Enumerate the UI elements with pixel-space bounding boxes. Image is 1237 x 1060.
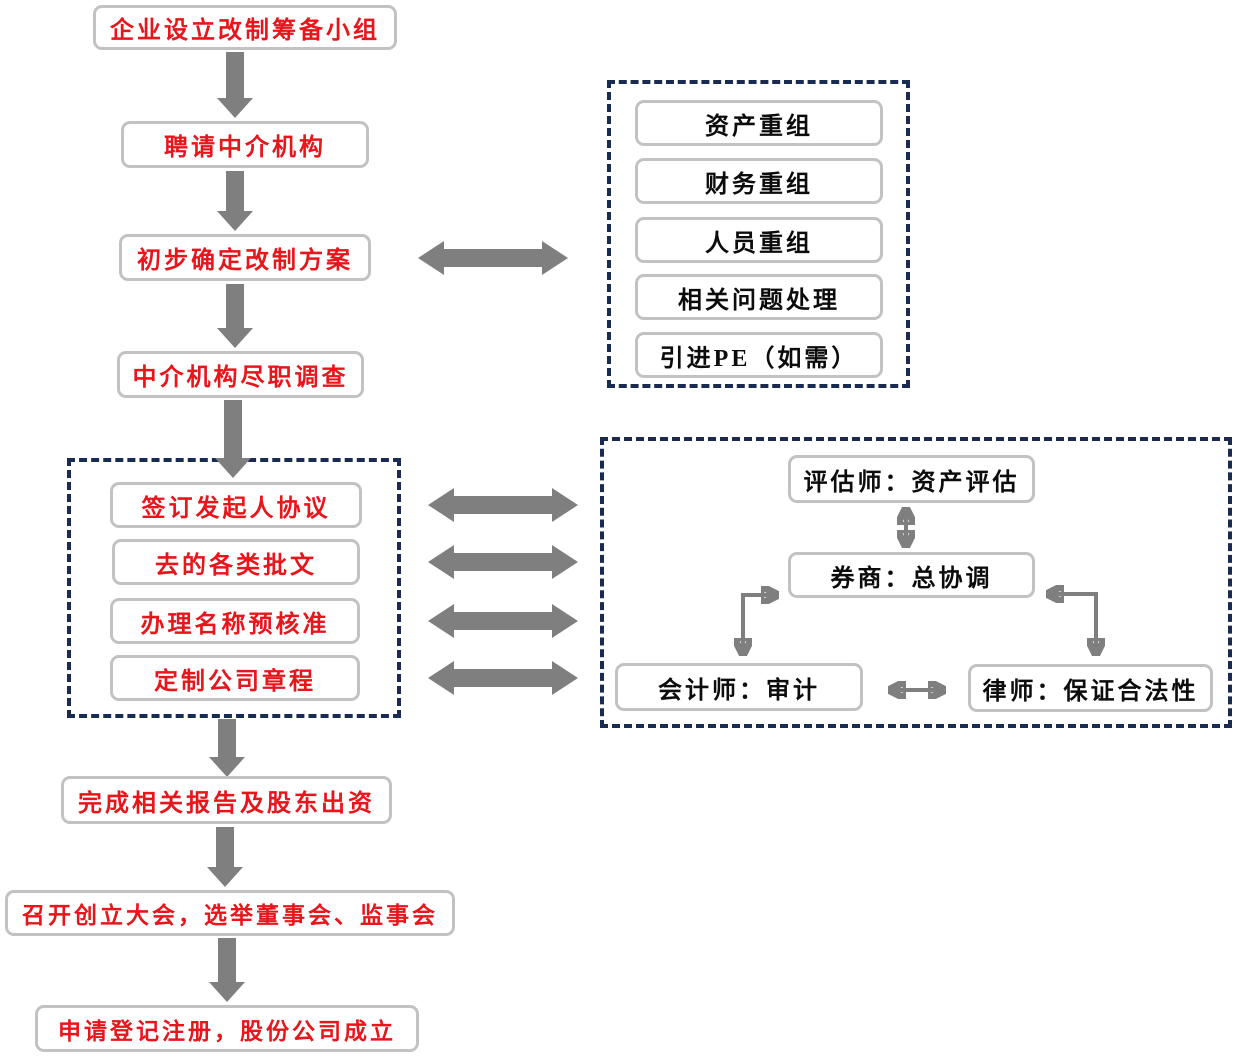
arrow-head-down	[217, 328, 253, 348]
arrow-shaft	[451, 612, 555, 630]
double-arrow-name-preapproval-to-intermediaries	[428, 604, 578, 638]
arrow-head-down	[207, 867, 243, 887]
flow-step-hire-intermediaries: 聘请中介机构	[121, 121, 369, 168]
flow-step-label: 召开创立大会，选举董事会、监事会	[22, 903, 438, 928]
restructuring-task-label: 相关问题处理	[678, 287, 840, 314]
down-arrow-step3-to-step4	[217, 284, 253, 348]
arrow-head-right	[552, 488, 578, 522]
restructuring-task-assets: 资产重组	[635, 100, 883, 146]
arrow-shaft	[226, 52, 244, 99]
flow-step-due-diligence: 中介机构尽职调查	[117, 351, 364, 398]
arrow-head-down	[209, 757, 245, 777]
double-arrow-plan-to-restructuring-group	[418, 241, 568, 275]
restructuring-task-label: 引进PE（如需）	[659, 345, 859, 372]
flow-step-founding-meeting: 召开创立大会，选举董事会、监事会	[5, 890, 455, 936]
arrow-head-right	[552, 661, 578, 695]
arrow-shaft	[224, 400, 242, 459]
arrow-head-right	[552, 545, 578, 579]
prep-task-label: 去的各类批文	[155, 552, 317, 579]
down-arrow-meeting-to-registration	[209, 938, 245, 1002]
arrow-shaft	[441, 249, 545, 267]
flow-step-label: 企业设立改制筹备小组	[110, 18, 380, 44]
down-arrow-step2-to-step3	[217, 171, 253, 231]
flow-step-label: 申请登记注册，股份公司成立	[58, 1018, 396, 1044]
down-arrow-step1-to-step2	[217, 52, 253, 118]
prep-task-approvals: 去的各类批文	[112, 539, 360, 585]
intermediaries-group	[600, 437, 1232, 728]
intermediary-lawyer: 律师：保证合法性	[968, 664, 1213, 712]
arrow-head-right	[542, 241, 568, 275]
flow-step-registration: 申请登记注册，股份公司成立	[35, 1005, 419, 1052]
restructuring-task-personnel: 人员重组	[635, 217, 883, 263]
arrow-head-down	[209, 982, 245, 1002]
intermediary-accountant: 会计师：审计	[615, 663, 863, 711]
arrow-shaft	[451, 553, 555, 571]
intermediary-label: 券商：总协调	[830, 565, 993, 592]
arrow-shaft	[451, 496, 555, 514]
arrow-head-down	[215, 458, 251, 478]
flow-step-reports-and-capital: 完成相关报告及股东出资	[61, 776, 392, 824]
arrow-head-left	[418, 241, 444, 275]
arrow-head-left	[428, 661, 454, 695]
restructuring-task-label: 资产重组	[705, 113, 813, 140]
prep-task-articles-of-association: 定制公司章程	[110, 655, 360, 701]
prep-task-label: 办理名称预核准	[140, 611, 330, 638]
double-arrow-sponsor-agreement-to-intermediaries	[428, 488, 578, 522]
restructuring-tasks-group	[607, 80, 910, 388]
arrow-shaft	[226, 284, 244, 329]
arrow-head-down	[217, 98, 253, 118]
intermediary-label: 评估师：资产评估	[803, 469, 1020, 496]
prep-task-sponsor-agreement: 签订发起人协议	[110, 482, 362, 528]
restructuring-task-finance: 财务重组	[635, 158, 883, 204]
down-arrow-reports-to-meeting	[207, 827, 243, 887]
arrow-shaft	[218, 938, 236, 983]
arrow-shaft	[216, 827, 234, 868]
intermediary-label: 律师：保证合法性	[982, 678, 1199, 705]
flow-step-label: 中介机构尽职调查	[132, 365, 349, 391]
flow-step-preparation-team: 企业设立改制筹备小组	[93, 5, 397, 50]
arrow-head-left	[428, 488, 454, 522]
intermediary-label: 会计师：审计	[658, 677, 820, 704]
prep-task-name-preapproval: 办理名称预核准	[110, 598, 360, 644]
arrow-head-left	[428, 604, 454, 638]
restructuring-task-label: 人员重组	[705, 230, 813, 257]
arrow-head-left	[428, 545, 454, 579]
prep-task-label: 定制公司章程	[154, 668, 316, 695]
intermediary-broker: 券商：总协调	[788, 552, 1035, 598]
flow-step-label: 完成相关报告及股东出资	[78, 790, 375, 817]
restructuring-task-label: 财务重组	[705, 171, 813, 198]
flow-step-label: 初步确定改制方案	[137, 248, 353, 274]
arrow-shaft	[451, 669, 555, 687]
arrow-head-right	[552, 604, 578, 638]
restructuring-task-introduce-pe: 引进PE（如需）	[635, 332, 883, 378]
prep-task-label: 签订发起人协议	[141, 495, 331, 522]
down-arrow-step4-to-prep-group	[215, 400, 251, 478]
down-arrow-prep-group-to-reports	[209, 719, 245, 777]
double-arrow-articles-to-intermediaries	[428, 661, 578, 695]
arrow-head-down	[217, 211, 253, 231]
intermediary-appraiser: 评估师：资产评估	[788, 455, 1035, 503]
double-arrow-approvals-to-intermediaries	[428, 545, 578, 579]
flow-step-label: 聘请中介机构	[164, 135, 326, 161]
arrow-shaft	[226, 171, 244, 212]
flow-step-draft-restructuring-plan: 初步确定改制方案	[119, 234, 371, 281]
arrow-shaft	[218, 719, 236, 758]
restructuring-task-related-issues: 相关问题处理	[635, 274, 883, 320]
